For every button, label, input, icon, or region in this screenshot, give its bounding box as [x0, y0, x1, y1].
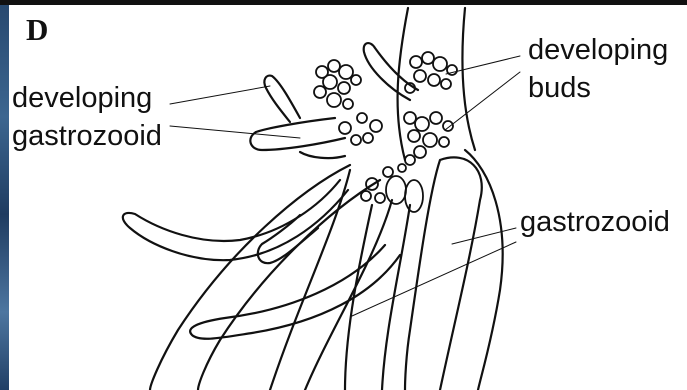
- label-developing-buds-line2: buds: [528, 74, 591, 103]
- leader-developing-buds-2: [445, 72, 520, 130]
- top-border-line: [0, 0, 687, 5]
- leader-developing-gastrozooid-2: [170, 126, 300, 138]
- panel-letter: D: [26, 14, 48, 45]
- gastrozooid-tube-far-right: [465, 150, 503, 390]
- small-tube-upper: [300, 152, 345, 158]
- label-developing-gastrozooid-line1: developing: [12, 84, 152, 113]
- developing-buds-cluster-middle: [339, 112, 453, 165]
- label-developing-buds-line1: developing: [528, 36, 668, 65]
- leader-gastrozooid-1: [452, 228, 516, 244]
- gastrozooid-tube-right: [405, 157, 482, 390]
- gastrozooid-tube-center-long: [270, 170, 392, 390]
- developing-gastrozooid-arm: [264, 76, 300, 122]
- developing-gastrozooid-body: [250, 118, 345, 150]
- upper-bud-tube: [364, 43, 418, 100]
- developing-buds-cluster-lower: [361, 164, 423, 212]
- leader-developing-gastrozooid-1: [170, 86, 270, 104]
- label-developing-gastrozooid-line2: gastrozooid: [12, 122, 162, 151]
- leader-developing-buds-1: [446, 56, 520, 74]
- curved-tube-left: [123, 180, 348, 260]
- label-gastrozooid: gastrozooid: [520, 208, 670, 237]
